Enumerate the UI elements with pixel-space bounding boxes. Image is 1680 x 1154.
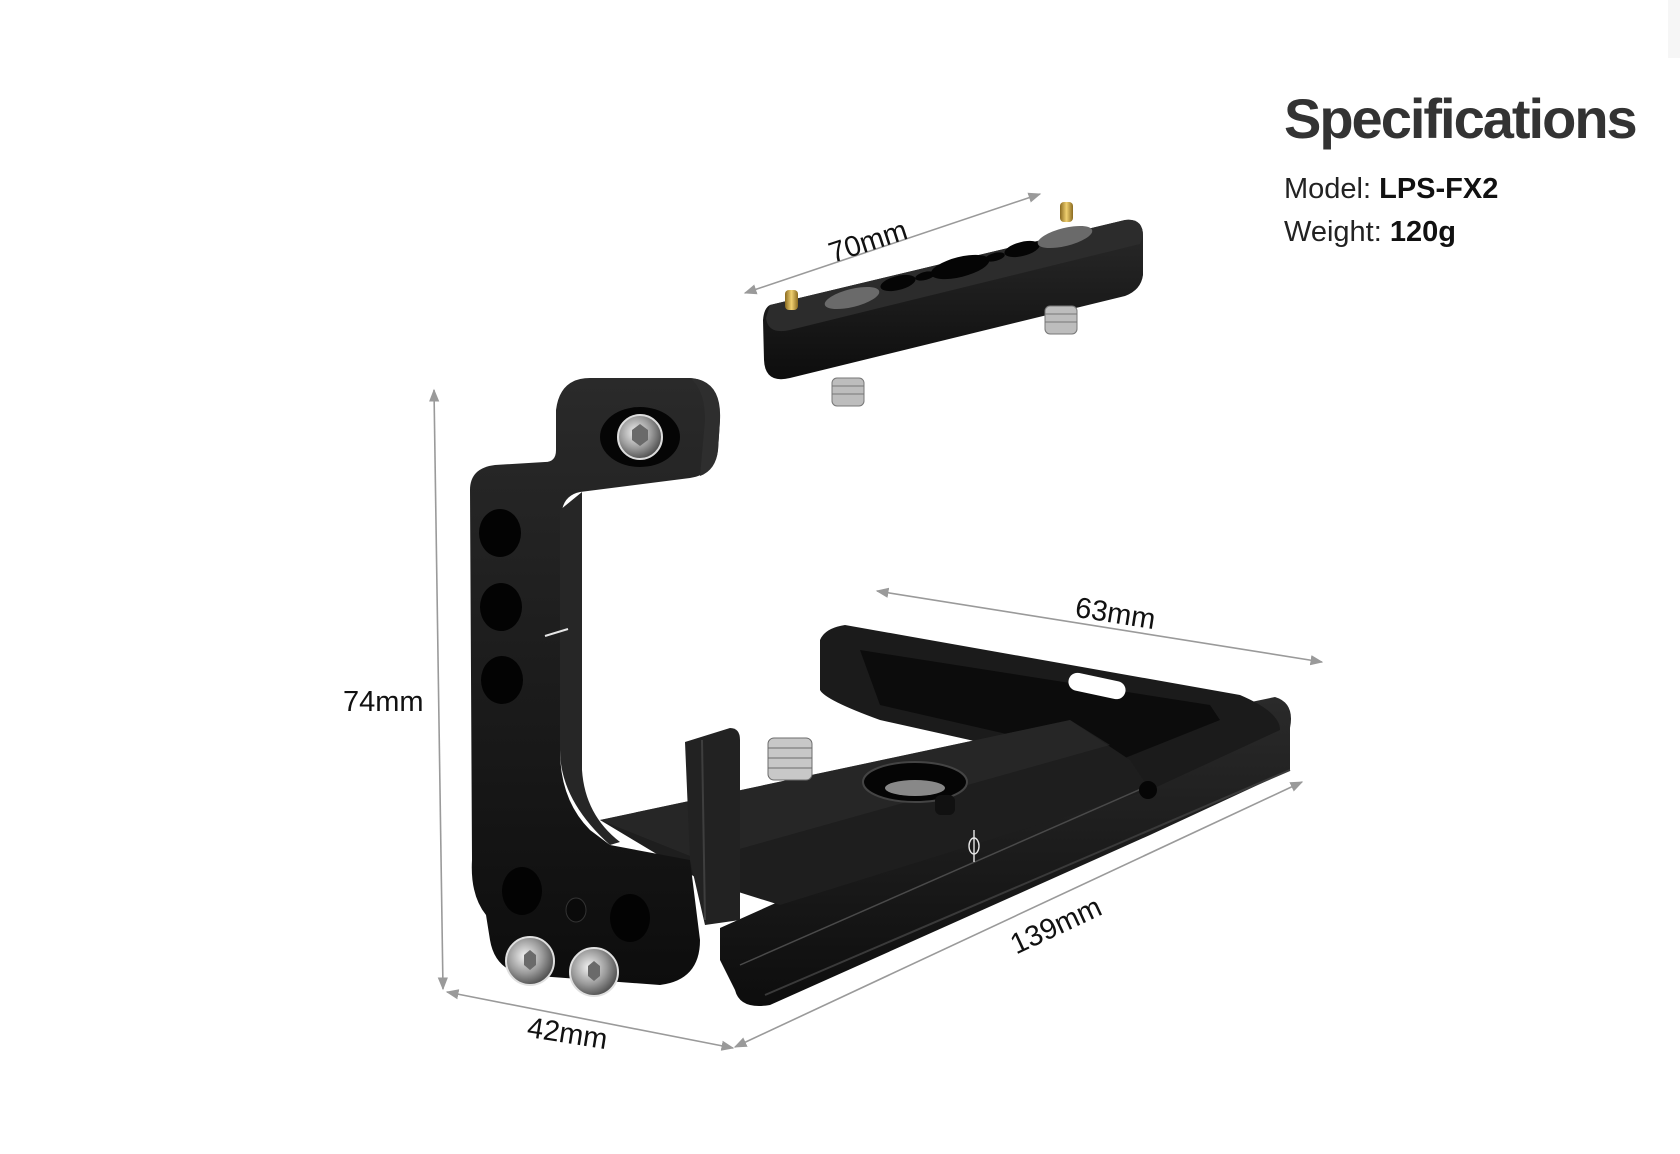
side-hole-2 — [480, 583, 522, 631]
dimension-label-74mm: 74mm — [343, 686, 424, 718]
side-hole-1 — [479, 509, 521, 557]
bottom-hole-2 — [610, 894, 650, 942]
thread-screw-left — [831, 377, 865, 407]
dimension-line-63mm — [875, 587, 1324, 666]
dimension-line-70mm — [743, 192, 1042, 295]
dimension-line-74mm — [429, 388, 448, 991]
side-hole-3 — [481, 656, 523, 704]
quarter-inch-screw — [767, 737, 813, 781]
side-arm — [470, 378, 740, 997]
dimension-line-42mm — [445, 989, 735, 1051]
spec-key-weight: Weight: — [1284, 216, 1390, 248]
spec-row-model: Model: LPS-FX2 — [1284, 168, 1636, 211]
bottom-hole-1 — [502, 867, 542, 915]
spec-list: Model: LPS-FX2 Weight: 120g — [1284, 168, 1636, 254]
brass-pin-left — [785, 290, 798, 310]
center-mark-icon — [968, 830, 980, 862]
spec-value-weight: 120g — [1389, 216, 1456, 248]
anti-twist-pin — [935, 795, 955, 815]
brass-pin-right — [1060, 202, 1073, 222]
specifications-panel: Specifications Model: LPS-FX2 Weight: 12… — [1284, 86, 1638, 254]
dimension-line-139mm — [733, 781, 1304, 1048]
dimension-lines — [429, 192, 1324, 1051]
thread-screw-right — [1044, 305, 1078, 335]
corner-block — [1668, 0, 1680, 58]
spec-value-model: LPS-FX2 — [1379, 173, 1499, 205]
top-plate — [763, 202, 1143, 407]
spec-row-weight: Weight: 120g — [1284, 211, 1636, 254]
specifications-title: Specifications — [1284, 87, 1638, 150]
spec-key-model: Model: — [1284, 173, 1380, 205]
